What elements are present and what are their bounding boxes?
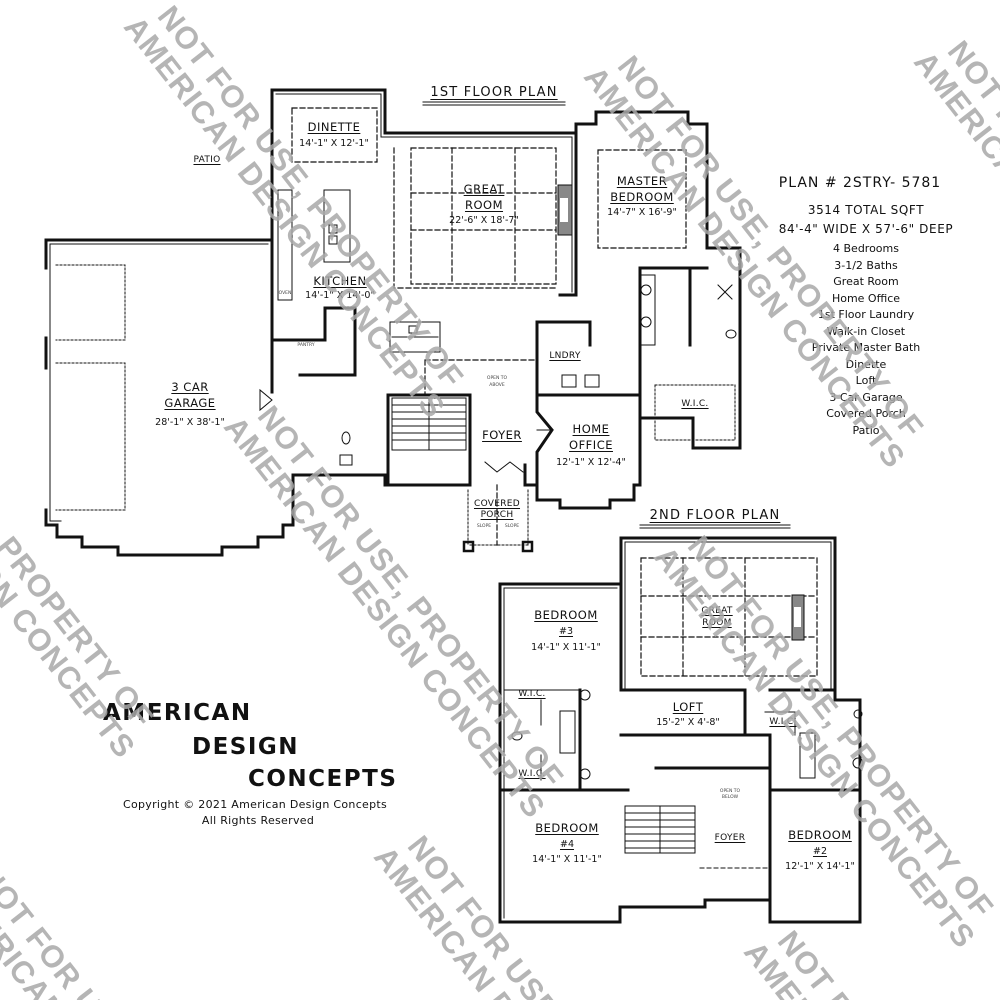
great-room-label-1: GREAT — [463, 182, 505, 196]
master-wic-label: W.I.C. — [681, 399, 709, 409]
plan-number: PLAN # 2STRY- 5781 — [778, 175, 942, 191]
kitchen-dims: 14'-1" X 14'-0" — [305, 290, 375, 301]
great-room-dims: 22'-6" X 18'-7" — [449, 215, 519, 226]
brand-line-2: DESIGN — [192, 734, 300, 760]
great-room-label-2: ROOM — [464, 198, 504, 212]
first-floor-interior-lines — [49, 93, 737, 522]
rights-text: All Rights Reserved — [201, 814, 315, 827]
first-floor-title: 1ST FLOOR PLAN — [430, 85, 558, 100]
great-room-below-label-2: ROOM — [702, 618, 732, 628]
bedroom3-number: #3 — [558, 626, 574, 637]
bedroom3-dims: 14'-1" X 11'-1" — [531, 642, 601, 653]
pantry-label: PANTRY — [297, 343, 315, 348]
first-floor-walls — [44, 88, 742, 557]
fireplace-first-floor — [557, 184, 573, 236]
bedroom2-number: #2 — [812, 846, 828, 857]
bedroom2-label: BEDROOM — [788, 828, 852, 842]
bedroom4-number: #4 — [559, 839, 575, 850]
great-room-below-label-1: GREAT — [701, 606, 733, 616]
bedroom4-dims: 14'-1" X 11'-1" — [532, 854, 602, 865]
feature-item: Great Room — [833, 275, 899, 288]
porch-slope-right: SLOPE — [504, 524, 520, 529]
kitchen-label: KITCHEN — [313, 274, 367, 288]
wic-bedroom2-label: W.I.C. — [769, 717, 797, 727]
feature-item: Private Master Bath — [811, 341, 921, 354]
wic-bedroom3-label: W.I.C. — [518, 689, 546, 699]
feature-item: Loft — [855, 374, 877, 387]
overall-dimensions: 84'-4" WIDE X 57'-6" DEEP — [778, 222, 954, 236]
bedroom2-dims: 12'-1" X 14'-1" — [785, 861, 855, 872]
title-underlines — [422, 101, 791, 529]
foyer-label: FOYER — [482, 428, 522, 442]
open-to-above-2: ABOVE — [489, 383, 505, 388]
master-bedroom-dims: 14'-7" X 16'-9" — [607, 207, 677, 218]
wic-bedroom4-label: W.I.C. — [518, 769, 546, 779]
covered-porch-label-2: PORCH — [480, 510, 514, 520]
home-office-label-1: HOME — [572, 422, 610, 436]
master-bedroom-label-1: MASTER — [616, 174, 668, 188]
feature-item: 1st Floor Laundry — [817, 308, 915, 321]
foyer-below-label: FOYER — [714, 833, 746, 843]
feature-item: 3-1/2 Baths — [834, 258, 898, 272]
feature-item: 4 Bedrooms — [833, 242, 899, 255]
brand-line-3: CONCEPTS — [248, 766, 398, 792]
feature-item: Dinette — [845, 357, 887, 371]
garage-label-1: 3 CAR — [171, 380, 209, 394]
feature-item: Patio — [852, 423, 880, 437]
total-sqft: 3514 TOTAL SQFT — [807, 203, 925, 217]
loft-dims: 15'-2" X 4'-8" — [656, 717, 720, 728]
feature-item: Covered Porch — [826, 407, 906, 420]
porch-slope-left: SLOPE — [476, 524, 492, 529]
second-floor-interior-lines — [503, 541, 864, 919]
features-list: 4 Bedrooms 3-1/2 Baths Great Room Home O… — [812, 241, 920, 439]
patio-label: PATIO — [193, 155, 221, 165]
dinette-label: DINETTE — [307, 120, 361, 134]
oven-label: OVEN — [278, 291, 292, 296]
feature-item: Home Office — [831, 291, 901, 305]
covered-porch-label-1: COVERED — [473, 499, 521, 509]
home-office-dims: 12'-1" X 12'-4" — [556, 457, 626, 468]
open-to-below-1: OPEN TO — [719, 789, 741, 794]
open-to-above-1: OPEN TO — [486, 376, 508, 381]
master-bedroom-label-2: BEDROOM — [610, 190, 674, 204]
laundry-label: LNDRY — [549, 351, 581, 361]
garage-dims: 28'-1" X 38'-1" — [155, 417, 225, 428]
second-floor-title: 2ND FLOOR PLAN — [649, 508, 781, 523]
great-room-below-outline — [640, 557, 818, 677]
bedroom4-label: BEDROOM — [535, 821, 599, 835]
bedroom3-label: BEDROOM — [534, 608, 598, 622]
garage-label-2: GARAGE — [164, 396, 216, 410]
brand-line-1: AMERICAN — [103, 700, 252, 726]
fireplace-second-floor — [791, 594, 805, 641]
home-office-label-2: OFFICE — [569, 438, 613, 452]
copyright-text: Copyright © 2021 American Design Concept… — [122, 798, 388, 811]
feature-item: 3 Car Garage — [829, 390, 903, 404]
open-to-below-2: BELOW — [721, 795, 739, 800]
porch-columns — [462, 540, 534, 553]
dashed-room-outlines — [291, 107, 687, 546]
garage-bays — [55, 264, 736, 546]
feature-item: Walk-in Closet — [826, 324, 906, 338]
loft-label: LOFT — [672, 700, 704, 714]
dinette-dims: 14'-1" X 12'-1" — [299, 138, 369, 149]
